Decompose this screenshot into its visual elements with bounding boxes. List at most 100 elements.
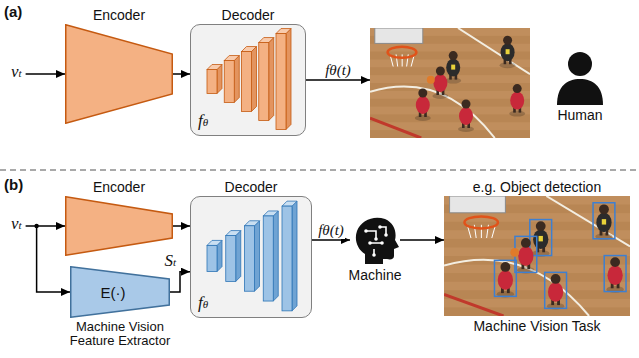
backboard — [375, 28, 423, 43]
layer-top — [282, 201, 297, 206]
ball — [510, 248, 519, 257]
layer-front — [207, 245, 217, 271]
human-body — [557, 79, 603, 105]
layer-top — [207, 240, 222, 245]
circuit-node — [384, 233, 388, 237]
layer-front — [224, 61, 234, 103]
E-shape: E(·) — [70, 266, 170, 318]
node-heading: Encoder — [65, 178, 173, 196]
player — [445, 51, 461, 84]
output-symbol: fθ(t) — [324, 61, 352, 79]
layer-front — [226, 236, 236, 282]
layer-top — [242, 47, 257, 52]
detection-box — [530, 220, 552, 256]
detection-box — [494, 260, 516, 296]
node-caption: Machine Vision Feature Extractor — [60, 320, 180, 348]
machine-shape — [350, 215, 400, 265]
node-heading: Decoder — [190, 178, 312, 196]
panel-tag: (b) — [4, 176, 23, 193]
court-line — [370, 118, 421, 138]
player — [497, 262, 514, 297]
court-floor — [370, 28, 530, 138]
decoder-layers — [191, 197, 310, 316]
decoder-box: fθ — [190, 24, 306, 136]
court-photo — [444, 196, 630, 316]
court-line — [444, 260, 589, 316]
junction-dot — [34, 224, 38, 228]
decoder: Decoder fθ — [190, 6, 306, 136]
layer-side — [234, 56, 239, 103]
trapezoid — [71, 267, 170, 318]
layer-side — [286, 29, 291, 130]
circuit-node — [364, 229, 368, 233]
function-symbol: fθ — [191, 111, 208, 135]
feature-extractor: E(·) Machine Vision Feature Extractor — [60, 266, 180, 348]
connector-arrow — [400, 239, 444, 241]
player — [432, 67, 448, 100]
human-figure: Human — [545, 50, 615, 123]
court-line — [444, 294, 504, 316]
human-shape — [555, 50, 605, 105]
input-branch — [37, 226, 70, 292]
layer-top — [224, 56, 239, 61]
player — [500, 36, 516, 68]
net — [402, 54, 403, 66]
layer-front — [263, 216, 273, 301]
enc-shape — [65, 196, 173, 256]
human-head — [568, 52, 592, 76]
layer-front — [245, 226, 255, 291]
node-heading: Decoder — [190, 6, 306, 24]
player — [415, 89, 431, 122]
layer-top — [207, 65, 222, 70]
human-icon — [555, 50, 605, 105]
player — [606, 257, 623, 292]
layer-side — [269, 38, 274, 121]
machine-figure: Machine — [345, 215, 405, 283]
backboard — [450, 196, 506, 213]
photo-shape — [444, 196, 630, 316]
layer-side — [292, 201, 297, 311]
net — [481, 225, 482, 238]
encoder: Encoder — [65, 178, 173, 256]
court-line — [370, 86, 495, 138]
floor-plank — [444, 282, 630, 291]
machine-head — [356, 218, 399, 264]
trapezoid — [66, 197, 173, 256]
connector-arrow — [173, 225, 190, 227]
player — [458, 100, 474, 133]
floor-plank — [370, 107, 530, 115]
layer-side — [273, 211, 278, 301]
module-label: E(·) — [101, 284, 140, 301]
player — [517, 238, 534, 273]
layer-front — [242, 52, 252, 112]
edge-label: fθ(t) — [317, 221, 345, 239]
player — [547, 274, 564, 309]
player — [509, 84, 525, 117]
player — [532, 221, 549, 256]
node-caption: Human — [545, 107, 615, 123]
photo — [370, 28, 530, 138]
input-symbol: vt — [10, 215, 23, 234]
layer-top — [226, 231, 241, 236]
circuit-node — [368, 241, 372, 245]
input-symbol: vt — [10, 63, 23, 82]
circuit-node — [378, 225, 382, 229]
input-arrow — [26, 73, 65, 75]
detection-box — [604, 256, 626, 292]
detection-result: e.g. Object detectionMachine Vision Task — [444, 178, 630, 334]
layer-top — [276, 29, 291, 34]
panel-tag: (a) — [4, 3, 22, 20]
layer-front — [207, 70, 217, 94]
decoder: Decoderfθ — [190, 178, 312, 318]
node-caption: Machine Vision Task — [444, 318, 630, 334]
dashed-separator — [0, 169, 639, 170]
detection-box — [545, 272, 567, 308]
layer-side — [236, 231, 241, 282]
circuit-node — [380, 241, 384, 245]
connector-arrow — [312, 239, 350, 241]
layer-side — [252, 47, 257, 112]
edge-label: St — [163, 252, 177, 271]
layer-top — [259, 38, 274, 43]
connector-arrow — [170, 272, 190, 292]
